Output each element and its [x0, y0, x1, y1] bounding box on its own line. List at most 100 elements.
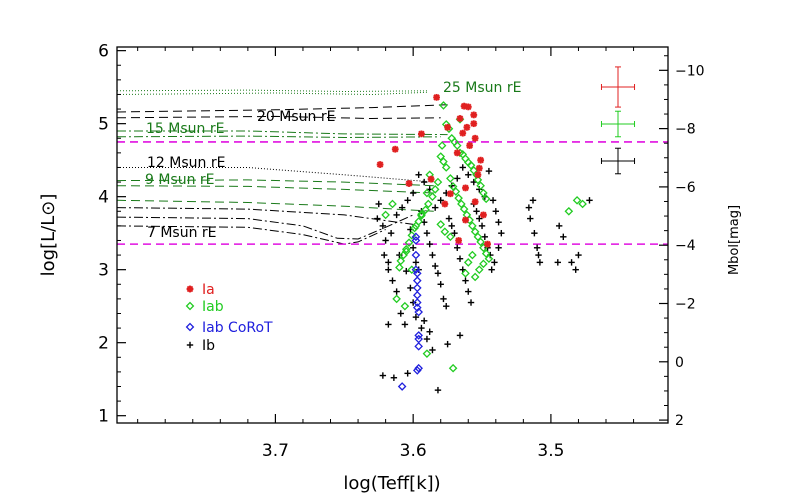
diamond-marker — [381, 210, 390, 220]
ib-marker — [423, 335, 431, 343]
diamond-marker — [481, 249, 491, 258]
ib-marker — [495, 219, 502, 226]
diamond-marker — [479, 188, 488, 198]
ia-marker — [456, 115, 464, 122]
ib-marker — [467, 299, 475, 306]
ib-marker — [409, 244, 417, 251]
ib-marker — [489, 197, 497, 204]
ib-marker — [379, 222, 387, 230]
track-line — [116, 225, 386, 245]
ia-marker — [466, 142, 474, 149]
ib-marker — [535, 251, 542, 259]
series-iab-corot — [397, 232, 423, 391]
ib-marker — [404, 197, 411, 204]
track-line — [116, 135, 441, 139]
diamond-marker — [407, 231, 417, 240]
track-label: 7 Msun rE — [147, 225, 217, 241]
ia-marker — [470, 111, 478, 119]
legend-item: Ib — [186, 338, 215, 354]
diamond-marker — [481, 194, 491, 204]
ib-marker — [488, 266, 495, 273]
y2-tick-label: 2 — [675, 413, 684, 429]
diamond-marker — [417, 209, 426, 219]
track-line — [116, 185, 434, 194]
x-axis-label: log(Teff[k]) — [343, 473, 440, 494]
diamond-marker — [461, 269, 470, 278]
ib-marker — [560, 233, 567, 241]
ib-marker — [465, 288, 472, 295]
ia-marker — [471, 134, 479, 142]
ia-marker — [427, 175, 435, 183]
ib-marker — [423, 229, 431, 237]
ia-marker — [453, 149, 461, 157]
ib-marker — [443, 302, 450, 310]
y2-tick-label: −8 — [675, 122, 696, 138]
ia-marker — [441, 200, 449, 208]
ib-marker — [374, 215, 381, 222]
y-tick-label: 1 — [98, 407, 109, 427]
data-points — [374, 93, 593, 394]
ib-marker — [390, 374, 398, 381]
ib-marker — [407, 284, 414, 292]
ib-marker — [481, 233, 488, 241]
ib-marker — [429, 251, 436, 259]
diamond-marker — [414, 331, 423, 340]
ib-marker — [586, 197, 593, 204]
ib-marker — [456, 332, 464, 339]
y2-tick-label: −4 — [675, 238, 696, 254]
ib-marker — [387, 229, 395, 237]
diamond-marker — [430, 185, 440, 194]
ib-marker — [420, 178, 428, 186]
luminosity-limit-lines — [117, 141, 668, 245]
x-tick-label: 3.7 — [262, 441, 289, 461]
ib-marker — [473, 208, 480, 215]
y2-tick-label: 0 — [675, 355, 684, 371]
diamond-marker — [414, 342, 423, 351]
ia-marker — [186, 285, 194, 293]
diamond-marker — [474, 265, 484, 274]
ib-marker — [426, 240, 433, 248]
y-axis-label: log[L/L⊙] — [38, 194, 59, 277]
ia-marker — [464, 103, 472, 111]
error-bar — [600, 147, 636, 175]
ib-marker — [415, 171, 422, 178]
ia-marker — [418, 130, 425, 138]
y-tick-label: 5 — [98, 115, 109, 135]
diamond-marker — [421, 205, 430, 215]
ib-marker — [409, 189, 417, 197]
diamond-marker — [412, 276, 422, 285]
ib-marker — [575, 251, 582, 259]
y-tick-label: 2 — [98, 334, 109, 354]
ib-marker — [454, 175, 461, 182]
track-line — [116, 91, 427, 96]
diamond-marker — [392, 294, 401, 304]
ib-marker — [385, 321, 392, 328]
diamond-marker — [412, 366, 422, 375]
ib-marker — [432, 204, 439, 211]
y2-tick-label: −2 — [675, 296, 696, 312]
plot-frame — [116, 46, 669, 424]
diamond-marker — [401, 244, 411, 254]
legend-label: Iab CoRoT — [202, 320, 273, 336]
ib-marker — [401, 321, 409, 328]
diamond-marker — [411, 232, 421, 242]
track-label: 15 Msun rE — [146, 121, 224, 137]
error-bar — [600, 110, 636, 138]
diamond-marker — [454, 193, 463, 203]
ia-marker — [470, 120, 478, 128]
ib-marker — [381, 251, 388, 259]
ib-marker — [412, 259, 420, 266]
ia-marker — [462, 184, 469, 192]
x-tick-label: 3.6 — [400, 441, 427, 461]
diamond-marker — [451, 187, 461, 196]
ib-marker — [448, 222, 455, 230]
ib-marker — [418, 324, 425, 332]
ib-marker — [420, 317, 428, 324]
diamond-marker — [446, 232, 455, 242]
series-iab — [381, 101, 587, 373]
ib-marker — [498, 229, 505, 237]
ia-marker — [480, 211, 487, 219]
diamond-marker — [422, 188, 432, 198]
series-ia — [376, 93, 491, 248]
